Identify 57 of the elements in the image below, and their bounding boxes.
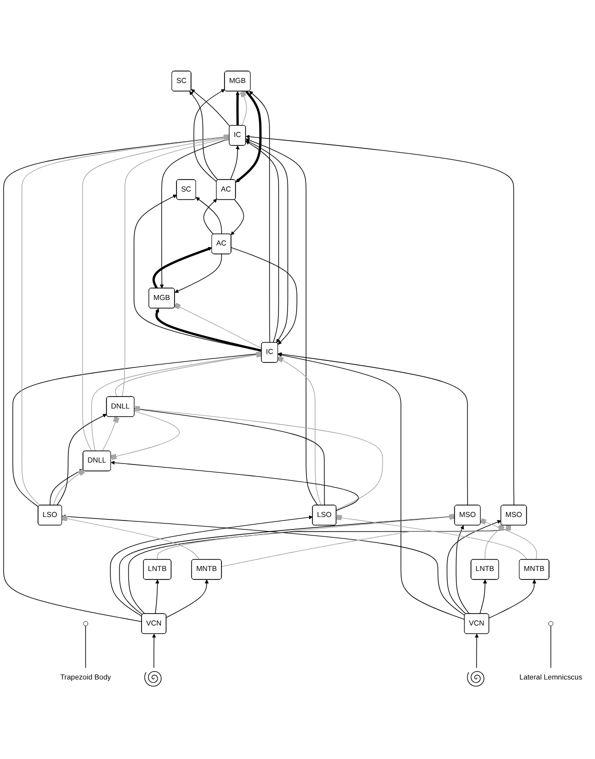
arrow — [278, 353, 465, 620]
connector — [221, 524, 512, 567]
arrow — [155, 579, 160, 614]
arrow — [110, 515, 313, 617]
arrow — [236, 91, 240, 126]
arrow — [62, 514, 466, 616]
arrow — [230, 199, 244, 236]
connector — [102, 416, 120, 452]
arrow — [446, 520, 502, 614]
arrow — [152, 247, 212, 289]
arrow — [246, 134, 514, 506]
connector — [550, 626, 552, 668]
connector — [62, 515, 200, 560]
connector — [484, 524, 505, 560]
connector — [110, 410, 180, 460]
connector — [82, 134, 230, 452]
node-picture — [144, 671, 162, 687]
arrow — [119, 514, 455, 615]
arrow — [246, 138, 318, 506]
connector — [336, 514, 528, 560]
arrow — [246, 140, 280, 343]
arrow — [3, 134, 230, 622]
arrow — [12, 352, 262, 508]
arrow — [110, 460, 359, 511]
connector — [85, 626, 86, 668]
arrow — [134, 194, 262, 352]
arrow — [236, 90, 262, 182]
arrow — [196, 197, 222, 234]
arrow — [56, 414, 107, 506]
arrow — [155, 308, 262, 352]
arrow — [230, 145, 240, 180]
arrow — [456, 525, 470, 614]
connector — [91, 351, 262, 452]
arrow — [193, 89, 225, 182]
arrow — [152, 634, 156, 668]
arrow — [488, 579, 536, 618]
arrow — [230, 247, 298, 345]
node-circle — [548, 621, 554, 626]
connector — [157, 514, 456, 560]
arrow — [174, 254, 222, 293]
arrow — [480, 579, 488, 614]
node-circle — [83, 621, 88, 626]
node-picture — [467, 671, 484, 687]
connector — [174, 302, 262, 349]
connector — [276, 355, 322, 506]
arrow — [203, 198, 218, 235]
connector — [480, 518, 538, 560]
arrow — [166, 579, 209, 618]
arrow — [191, 89, 230, 127]
arrow — [474, 634, 479, 668]
arrow — [246, 140, 288, 343]
connector — [240, 90, 247, 126]
arrow — [249, 90, 270, 343]
connector — [22, 134, 230, 506]
arrow — [278, 352, 468, 506]
connector — [134, 406, 384, 510]
arrow — [189, 91, 218, 180]
